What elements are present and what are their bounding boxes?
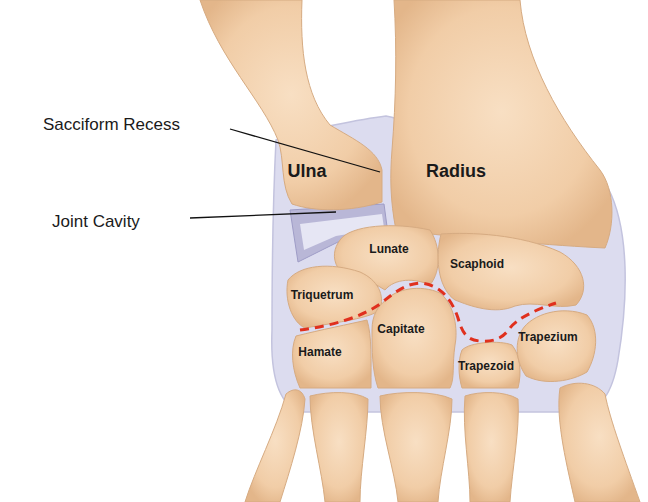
metacarpal-bone [380,393,452,502]
ulna-bone [200,0,382,210]
bone-name: Ulna [287,162,326,182]
bone-name: Radius [426,162,486,182]
bone-name: Trapezoid [458,360,514,373]
callout-label: Sacciform Recess [43,116,180,135]
bone-name: Triquetrum [291,289,354,302]
metacarpal-bone [310,393,368,502]
trapezium-bone [517,311,595,382]
bone-name: Lunate [369,243,408,256]
bone-name: Hamate [298,346,341,359]
leader-line [190,212,336,218]
radius-bone [391,0,612,248]
metacarpal-bone [245,390,305,502]
bone-name: Trapezium [518,331,577,344]
bone-name: Capitate [377,323,424,336]
triquetrum-bone [287,266,382,328]
metacarpal-bone [559,383,640,502]
metacarpal-bone [464,393,518,502]
bone-name: Scaphoid [450,258,504,271]
scaphoid-bone [438,233,584,309]
callout-label: Joint Cavity [52,213,140,232]
capitate-bone [372,288,456,388]
